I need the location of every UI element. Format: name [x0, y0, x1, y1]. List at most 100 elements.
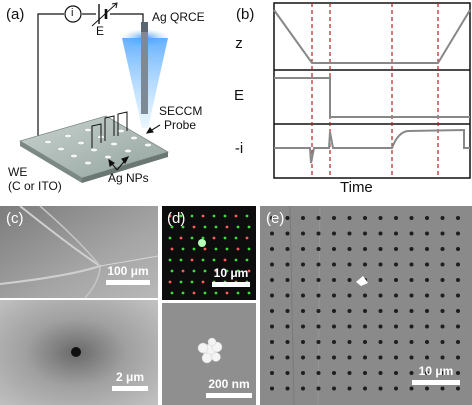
array-well	[301, 262, 305, 267]
array-well	[394, 355, 398, 360]
array-well	[394, 309, 398, 313]
fluorescent-spot	[181, 291, 185, 295]
array-well	[363, 340, 367, 344]
array-well	[440, 262, 445, 267]
scale-text-d-top: 10 μm	[213, 266, 249, 280]
fluorescent-spot	[168, 236, 172, 240]
array-well	[440, 278, 445, 282]
array-well	[332, 216, 336, 220]
panel-c-top-sem: (c) 100 μm	[0, 206, 158, 298]
array-well	[394, 278, 398, 282]
array-well	[332, 340, 336, 344]
seccm-label: SECCM	[159, 104, 203, 118]
array-well	[301, 340, 305, 344]
array-well	[270, 324, 274, 329]
array-well	[456, 247, 460, 251]
fluorescent-spot	[181, 247, 185, 251]
nanoparticle-cluster	[197, 337, 223, 364]
array-well	[456, 231, 460, 236]
array-well	[456, 340, 460, 344]
array-well	[394, 324, 398, 329]
ag-qrce-rod	[141, 22, 148, 114]
array-well	[363, 324, 367, 329]
fluorescent-spot	[192, 269, 196, 273]
fluorescent-spot	[212, 236, 216, 240]
fluorescent-spot	[214, 247, 218, 251]
array-well	[425, 247, 429, 251]
array-well	[285, 262, 290, 267]
array-well	[378, 355, 383, 360]
scale-text-c-top: 100 μm	[107, 264, 149, 278]
fluorescent-spot	[223, 214, 227, 218]
fluorescent-spot	[190, 280, 194, 284]
array-well	[378, 324, 383, 329]
panel-e-sem-array: (e) 10 μm	[260, 206, 472, 405]
array-well	[456, 386, 460, 391]
array-well	[332, 231, 336, 236]
array-well	[409, 247, 414, 251]
array-well	[425, 262, 429, 267]
array-well	[347, 247, 352, 251]
array-well	[394, 371, 398, 375]
array-well	[363, 371, 367, 375]
scale-text-c-bottom: 2 μm	[115, 370, 145, 384]
fluorescent-spot	[179, 280, 183, 284]
array-well	[409, 386, 414, 391]
fluorescent-spot	[170, 291, 174, 295]
panel-d-label: (d)	[167, 210, 186, 227]
fluorescent-spot	[170, 269, 174, 273]
array-well	[270, 386, 274, 391]
array-well	[316, 324, 321, 329]
ag-qrce-tip	[141, 22, 148, 32]
pointer-arrows	[108, 124, 161, 171]
probe-marks	[91, 111, 128, 148]
scale-line-d-bottom	[206, 393, 252, 398]
array-well	[409, 262, 414, 267]
array-well	[363, 293, 367, 298]
fluorescent-spot	[214, 269, 218, 273]
array-well	[440, 247, 445, 251]
array-well	[332, 293, 336, 298]
fluorescent-spot	[247, 225, 251, 229]
array-well	[347, 309, 352, 313]
ag-qrce-label: Ag QRCE	[152, 10, 205, 24]
array-well	[270, 309, 274, 313]
fluorescent-spot	[170, 247, 174, 251]
array-well	[316, 340, 321, 344]
fluorescent-spot	[245, 258, 249, 262]
array-well	[394, 216, 398, 220]
array-well	[270, 247, 274, 251]
array-well	[285, 231, 290, 236]
array-well	[440, 355, 445, 360]
fluorescent-spot	[190, 236, 194, 240]
panel-e-label: (e)	[266, 210, 285, 227]
array-well	[378, 371, 383, 375]
bright-particle	[356, 276, 368, 286]
fluorescent-spot	[179, 214, 183, 218]
array-well	[332, 262, 336, 267]
array-well	[456, 371, 460, 375]
array-well	[347, 278, 352, 282]
array-well	[378, 293, 383, 298]
array-well	[316, 309, 321, 313]
fluorescent-spot	[192, 225, 196, 229]
array-well	[409, 278, 414, 282]
array-well	[456, 324, 460, 329]
array-well	[440, 293, 445, 298]
fluorescent-spot	[168, 280, 172, 284]
array-well	[332, 324, 336, 329]
row-label-z: z	[235, 35, 243, 52]
array-well	[440, 324, 445, 329]
array-well	[285, 278, 290, 282]
fluorescent-spot	[190, 258, 194, 262]
array-well	[285, 371, 290, 375]
fluorescent-spot	[245, 214, 249, 218]
array-well	[394, 247, 398, 251]
array-well	[456, 355, 460, 360]
array-well	[316, 386, 321, 391]
fluorescent-spot	[245, 236, 249, 240]
we-substrate	[19, 115, 169, 183]
array-well	[301, 309, 305, 313]
array-well	[409, 216, 414, 220]
array-well	[409, 355, 414, 360]
